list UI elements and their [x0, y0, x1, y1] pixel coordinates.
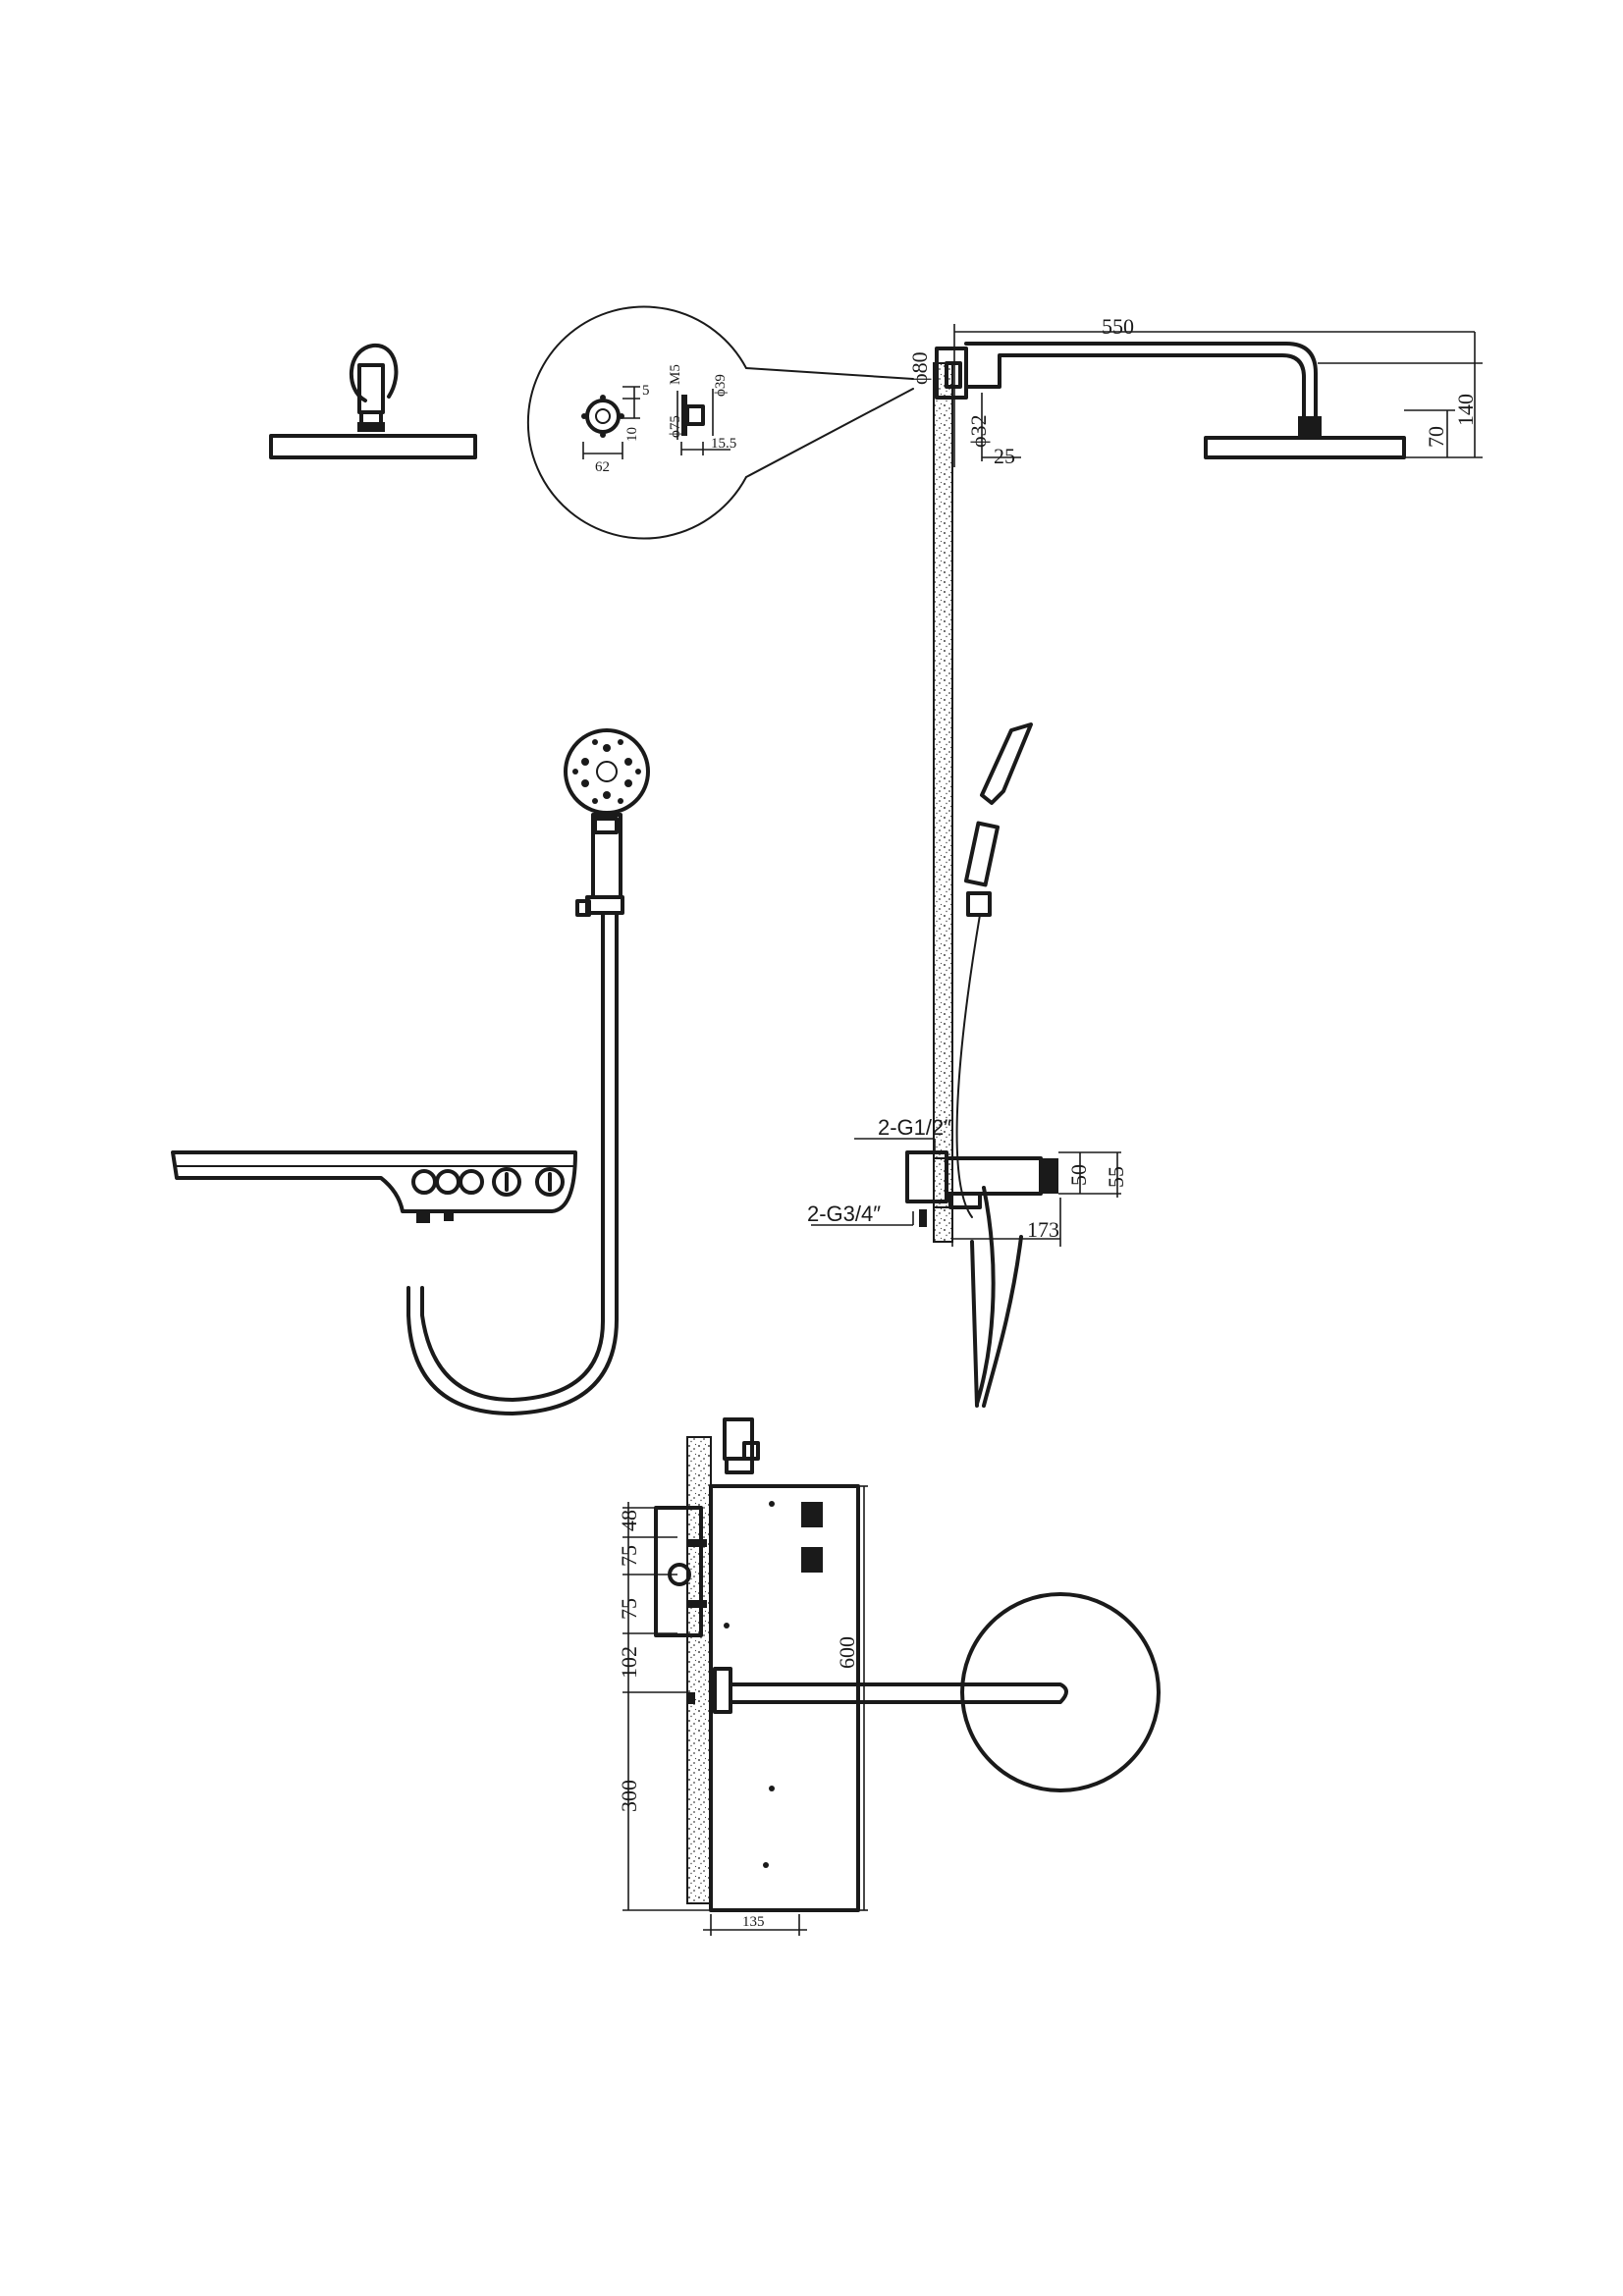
- thread-outlet-label: 2-G3/4″: [807, 1201, 881, 1226]
- overhead-shower-side-view: [269, 343, 477, 459]
- bath-spout-side: [811, 1138, 1121, 1247]
- front-135-label: 135: [742, 1914, 765, 1930]
- detail-62-label: 62: [595, 459, 610, 475]
- pipe-dia-label: ϕ32: [966, 414, 991, 448]
- detail-flange-front: [581, 386, 640, 459]
- detail-d75-label: ϕ75: [668, 415, 683, 438]
- side-elevation-view: 550 ϕ80 ϕ32 25 70 140: [807, 314, 1483, 1408]
- front-75b-label: 75: [617, 1598, 641, 1620]
- hand-shower-face: [564, 728, 650, 917]
- detail-15-5-label: 15.5: [711, 436, 736, 452]
- front-600-label: 600: [835, 1636, 859, 1669]
- detail-flange-side: [676, 389, 730, 455]
- detail-5-label: 5: [642, 383, 650, 399]
- front-102-label: 102: [617, 1646, 641, 1679]
- installation-front-view: [622, 1417, 1161, 1936]
- flange-dia-label: ϕ80: [907, 351, 932, 385]
- hand-shower-side: [955, 722, 1033, 1408]
- wall-section: [933, 362, 953, 1243]
- head-drop-label: 70: [1424, 426, 1448, 448]
- overhead-shower-head: [1204, 436, 1406, 459]
- head-drop-total-label: 140: [1453, 394, 1478, 426]
- spout-55-label: 55: [1104, 1166, 1128, 1188]
- front-75a-label: 75: [617, 1545, 641, 1567]
- flange-detail-bubble: 62 5 10 M5 ϕ39 ϕ75 15.5: [526, 305, 914, 540]
- spout-50-label: 50: [1066, 1164, 1091, 1186]
- front-300-label: 300: [617, 1780, 641, 1812]
- wall-offset-label: 25: [994, 444, 1015, 468]
- detail-d39-label: ϕ39: [713, 374, 729, 397]
- spout-173-label: 173: [1027, 1217, 1059, 1242]
- overhead-shower-head-front: [960, 1592, 1161, 1792]
- detail-10-label: 10: [624, 427, 640, 442]
- front-48-label: 48: [617, 1510, 641, 1531]
- front-view-shelf: [171, 728, 650, 1415]
- arm-length-label: 550: [1102, 314, 1134, 339]
- detail-m5-label: M5: [668, 364, 683, 385]
- thread-hot-cold-label: 2-G1/2″: [878, 1115, 951, 1140]
